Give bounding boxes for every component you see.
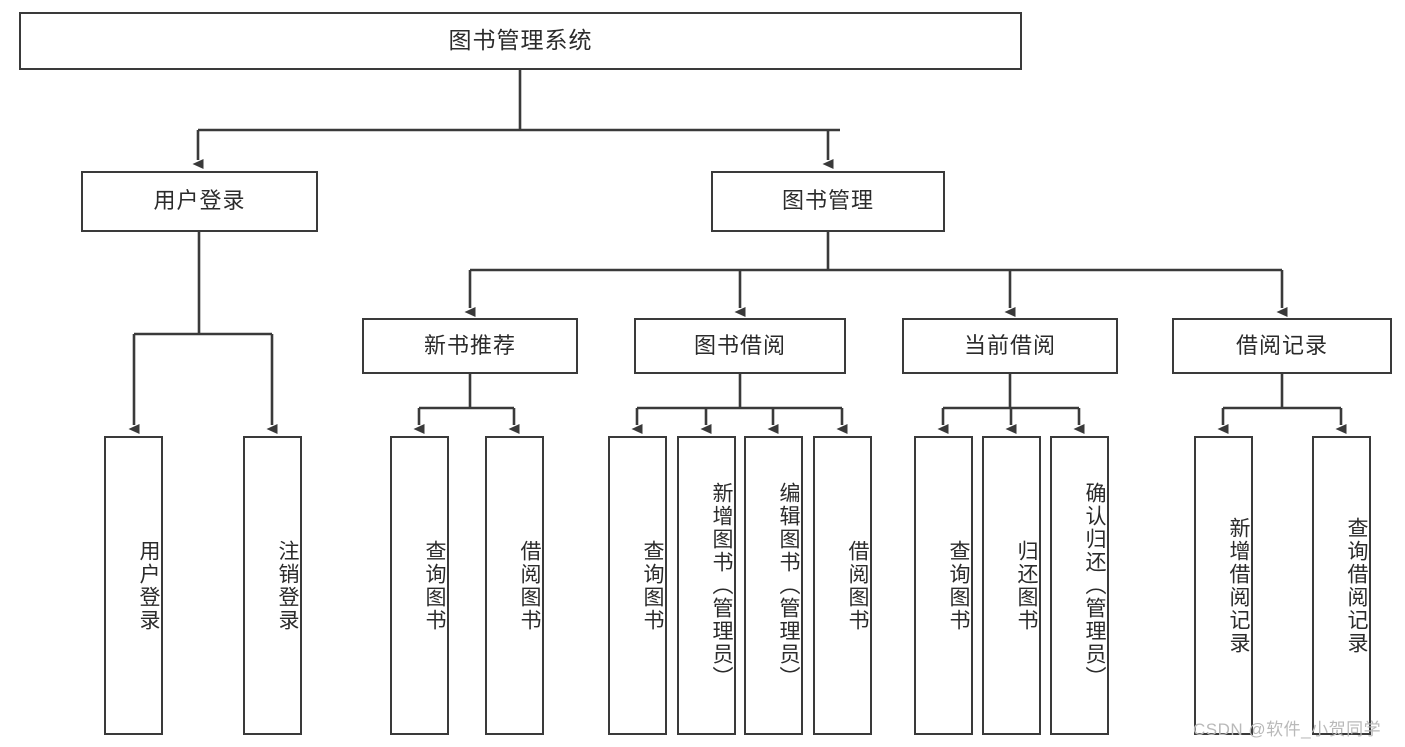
node-leaf-confirm-return-label: 确认归还（管理员） — [1083, 482, 1106, 689]
node-leaf-query-record-label: 查询借阅记录 — [1345, 516, 1368, 655]
node-leaf-query-book-2-label: 查询图书 — [641, 539, 664, 632]
node-leaf-return-book-label: 归还图书 — [1015, 539, 1038, 632]
node-user-login[interactable]: 用户登录 — [81, 171, 318, 232]
node-book-borrow[interactable]: 图书借阅 — [634, 318, 846, 374]
node-leaf-query-book-3[interactable]: 查询图书 — [914, 436, 973, 735]
node-leaf-logout[interactable]: 注销登录 — [243, 436, 302, 735]
node-leaf-add-book[interactable]: 新增图书（管理员） — [677, 436, 736, 735]
node-book-management[interactable]: 图书管理 — [711, 171, 945, 232]
node-leaf-edit-book[interactable]: 编辑图书（管理员） — [744, 436, 803, 735]
node-leaf-logout-label: 注销登录 — [276, 539, 299, 632]
node-root[interactable]: 图书管理系统 — [19, 12, 1022, 70]
node-current-borrow[interactable]: 当前借阅 — [902, 318, 1118, 374]
node-leaf-borrow-book-2[interactable]: 借阅图书 — [813, 436, 872, 735]
node-leaf-query-record[interactable]: 查询借阅记录 — [1312, 436, 1371, 735]
node-leaf-edit-book-label: 编辑图书（管理员） — [777, 482, 800, 689]
node-leaf-query-book-2[interactable]: 查询图书 — [608, 436, 667, 735]
node-leaf-add-record-label: 新增借阅记录 — [1227, 516, 1250, 655]
node-leaf-user-login[interactable]: 用户登录 — [104, 436, 163, 735]
node-leaf-query-book-3-label: 查询图书 — [947, 539, 970, 632]
node-leaf-borrow-book-2-label: 借阅图书 — [846, 539, 869, 632]
node-new-book-recommend[interactable]: 新书推荐 — [362, 318, 578, 374]
node-leaf-user-login-label: 用户登录 — [137, 539, 160, 632]
node-leaf-query-book-1[interactable]: 查询图书 — [390, 436, 449, 735]
node-leaf-add-book-label: 新增图书（管理员） — [710, 482, 733, 689]
node-leaf-borrow-book-1-label: 借阅图书 — [518, 539, 541, 632]
node-leaf-add-record[interactable]: 新增借阅记录 — [1194, 436, 1253, 735]
node-borrow-record[interactable]: 借阅记录 — [1172, 318, 1392, 374]
node-leaf-query-book-1-label: 查询图书 — [423, 539, 446, 632]
node-leaf-return-book[interactable]: 归还图书 — [982, 436, 1041, 735]
node-leaf-confirm-return[interactable]: 确认归还（管理员） — [1050, 436, 1109, 735]
watermark-text: CSDN @软件_小贺同学 — [1193, 720, 1382, 739]
node-leaf-borrow-book-1[interactable]: 借阅图书 — [485, 436, 544, 735]
